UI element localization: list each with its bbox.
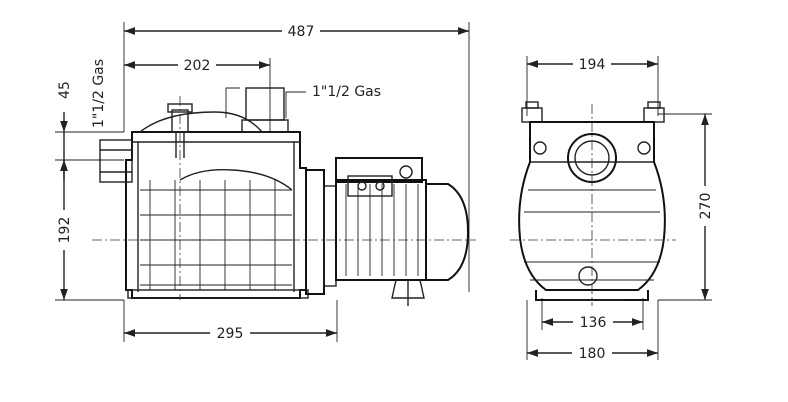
dim-label-bg bbox=[573, 313, 613, 331]
leader-outlet-connection bbox=[285, 91, 306, 118]
dim-label-bg bbox=[210, 324, 250, 342]
side-view bbox=[55, 22, 476, 342]
dim-overall-length: 487 bbox=[288, 24, 315, 40]
dim-inlet-height-offset: 45 bbox=[57, 81, 73, 99]
dim-label-bg bbox=[178, 56, 216, 74]
dim-label-bg bbox=[696, 186, 714, 226]
dim-label-bg bbox=[573, 55, 611, 73]
dim-base-inner: 136 bbox=[580, 315, 607, 331]
dim-total-height: 270 bbox=[698, 193, 714, 220]
dim-label-bg bbox=[572, 344, 612, 362]
dim-axis-height: 192 bbox=[57, 217, 73, 244]
dim-label-bg bbox=[282, 22, 320, 40]
dim-front-width: 194 bbox=[579, 57, 606, 73]
dim-label-bg bbox=[55, 210, 73, 250]
dim-base-length: 295 bbox=[217, 326, 244, 342]
leader-inlet-connection bbox=[225, 87, 240, 118]
dim-base-outer: 180 bbox=[579, 346, 606, 362]
front-view bbox=[510, 56, 712, 360]
dim-inlet-to-outlet: 202 bbox=[184, 58, 211, 74]
label-outlet-connection: 1"1/2 Gas bbox=[312, 84, 381, 100]
label-inlet-connection: 1"1/2 Gas bbox=[91, 59, 107, 128]
